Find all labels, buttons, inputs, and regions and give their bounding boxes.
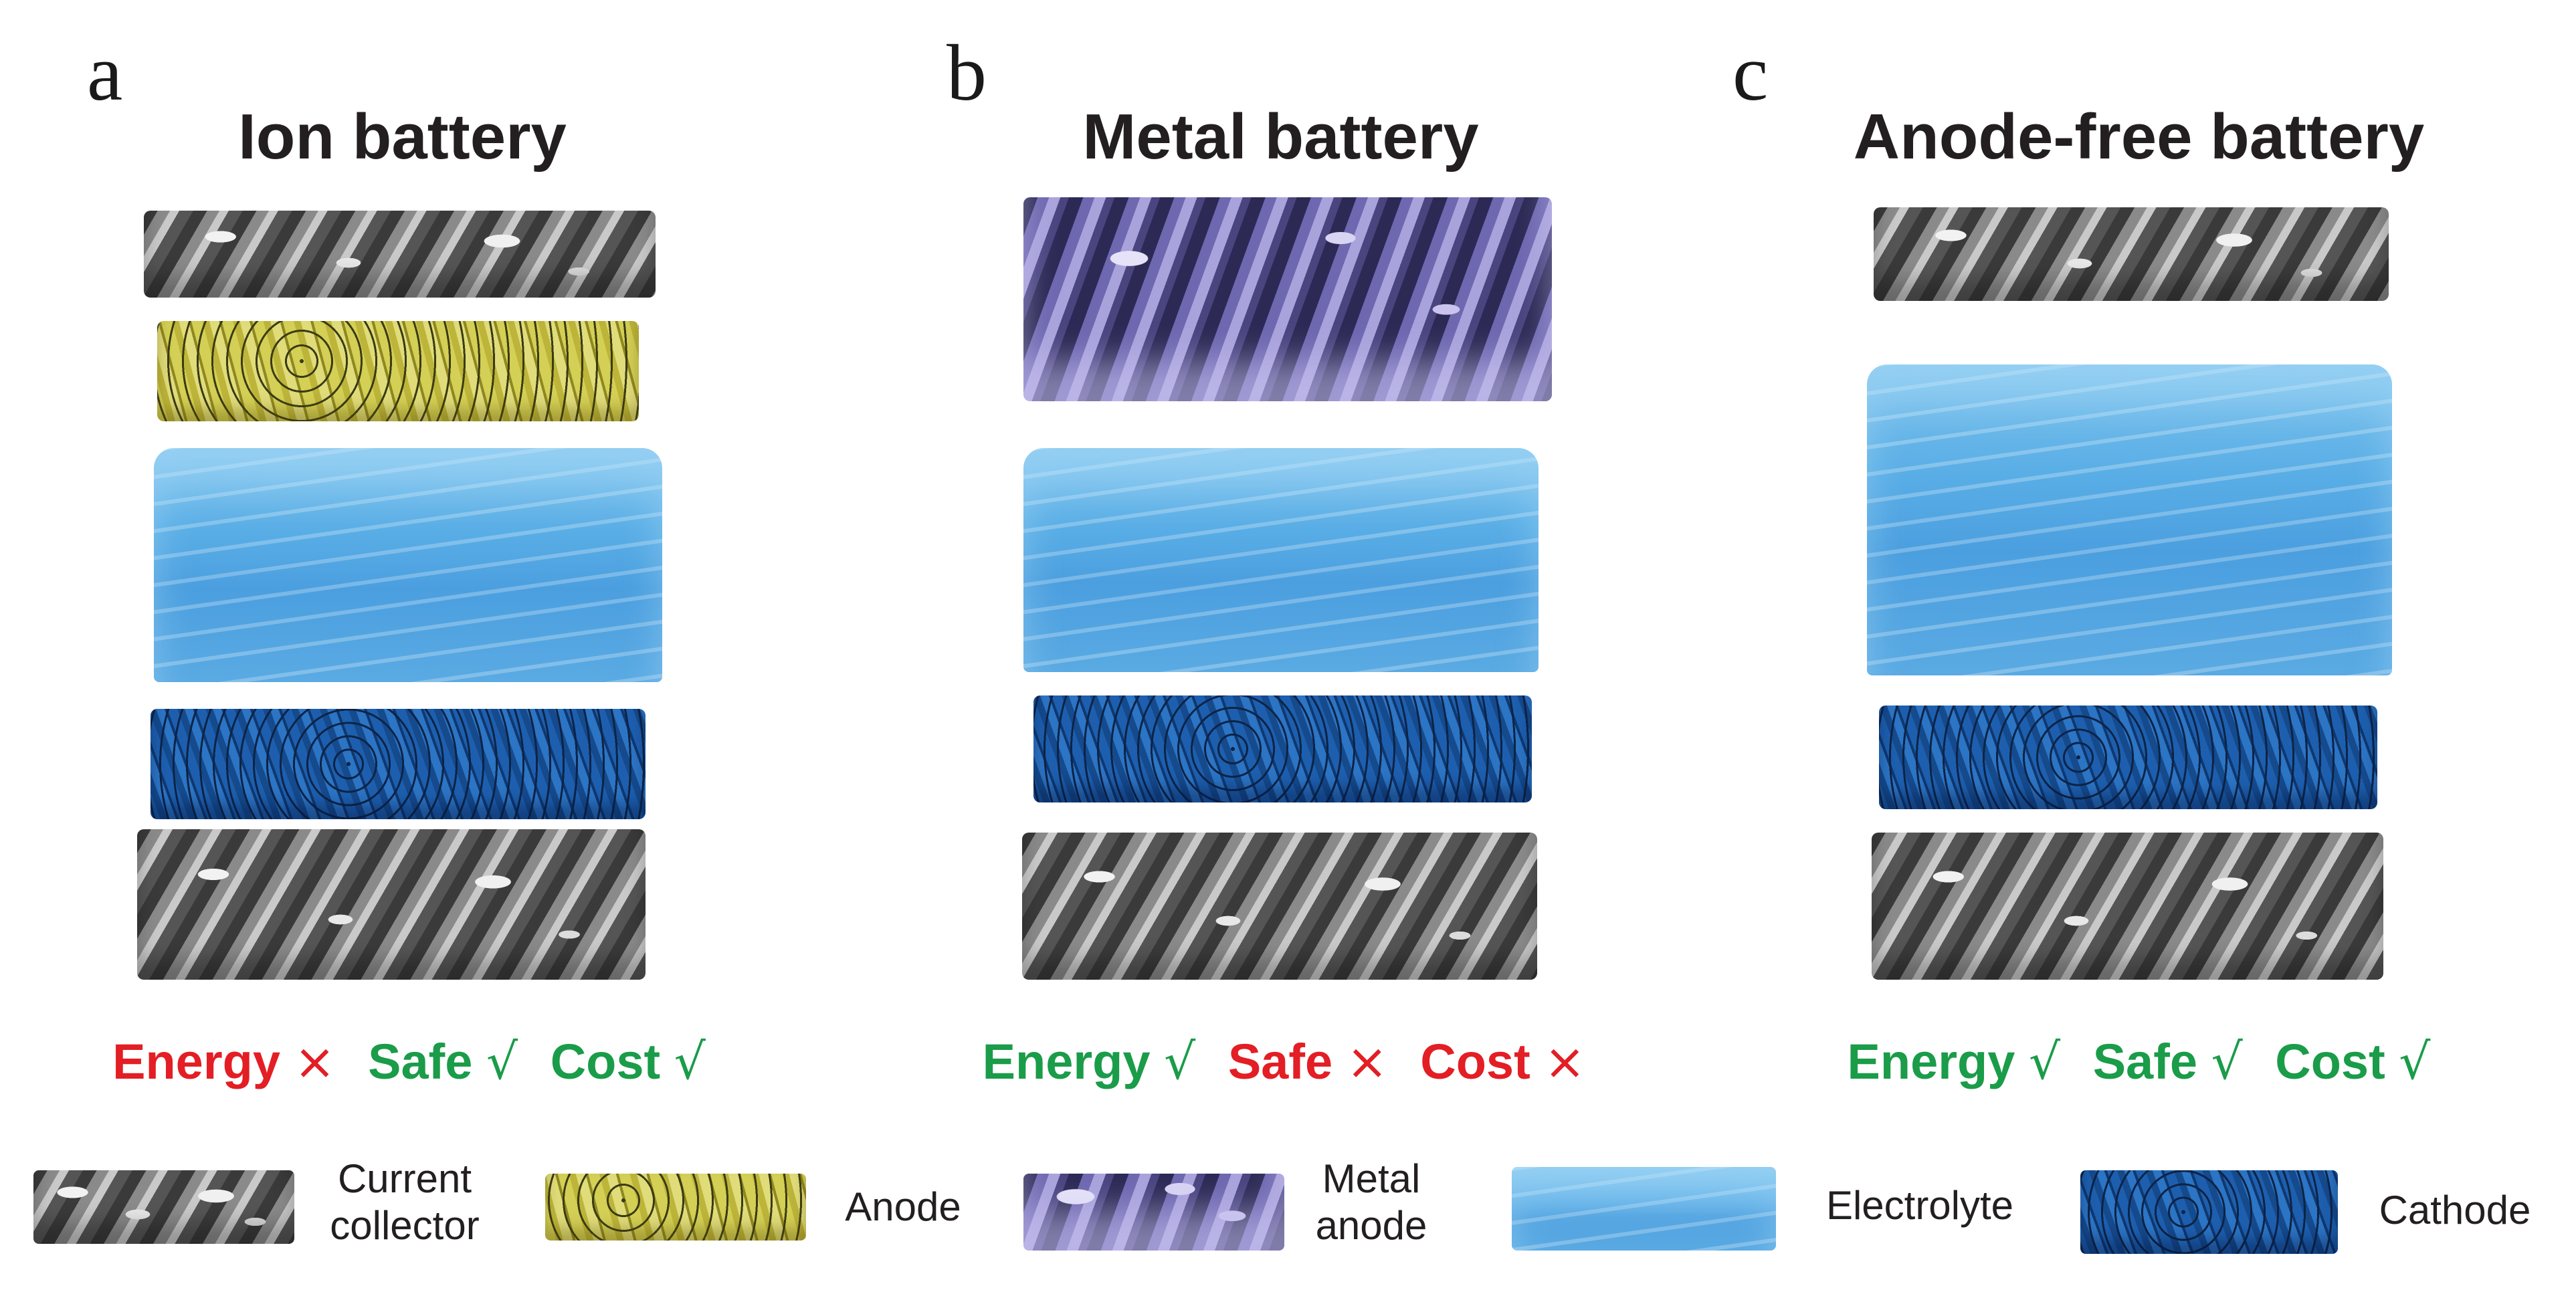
current-collector-layer-top [1874,207,2389,301]
property-cost: Cost √ [2275,1033,2431,1091]
check-icon: √ [674,1033,706,1091]
panel-anode-free-battery: c Anode-free battery Energy √ Safe √ Cos… [1716,0,2575,1137]
cathode-layer [1033,695,1532,802]
panel-letter: c [1732,28,1769,117]
panel-letter: a [87,28,123,117]
legend-swatch-current-collector [33,1170,294,1244]
current-collector-layer-bottom [137,829,646,980]
legend-swatch-cathode [2080,1170,2338,1254]
property-list: Energy √ Safe √ Cost √ [1710,1033,2568,1091]
panel-title: Metal battery [1082,101,1479,173]
panel-title: Anode-free battery [1853,101,2425,173]
legend-label-anode: Anode [845,1184,961,1229]
electrolyte-layer [154,448,662,682]
property-energy: Energy × [112,1033,336,1091]
property-safe: Safe √ [2092,1033,2243,1091]
electrolyte-layer [1867,364,2392,675]
panel-title: Ion battery [238,101,567,173]
panel-metal-battery: b Metal battery Energy √ Safe × Cost × [858,0,1716,1137]
electrolyte-layer [1023,448,1539,672]
cross-icon: × [1544,1033,1586,1091]
property-energy: Energy √ [982,1033,1196,1091]
legend-swatch-anode [545,1174,806,1241]
cathode-layer [151,709,646,819]
current-collector-layer-top [144,211,656,298]
check-icon: √ [2028,1033,2061,1091]
property-cost: Cost × [1420,1033,1586,1091]
current-collector-layer [1022,833,1537,980]
metal-anode-layer [1023,197,1552,401]
anode-layer [157,321,639,421]
cross-icon: × [1346,1033,1388,1091]
check-icon: √ [1164,1033,1196,1091]
cross-icon: × [294,1033,336,1091]
property-safe: Safe × [1227,1033,1388,1091]
check-icon: √ [2399,1033,2431,1091]
check-icon: √ [2211,1033,2243,1091]
legend-label-cathode: Cathode [2379,1188,2531,1232]
legend-swatch-metal-anode [1023,1174,1284,1251]
cathode-layer [1879,706,2377,809]
panel-ion-battery: a Ion battery Energy × Safe √ Cost √ [0,0,858,1137]
property-safe: Safe √ [368,1033,518,1091]
current-collector-layer-bottom [1872,833,2383,980]
property-list: Energy √ Safe × Cost × [855,1033,1713,1091]
property-list: Energy × Safe √ Cost √ [0,1033,838,1091]
property-cost: Cost √ [550,1033,706,1091]
legend-swatch-electrolyte [1512,1167,1776,1251]
legend-label-electrolyte: Electrolyte [1825,1183,2014,1228]
check-icon: √ [486,1033,518,1091]
property-energy: Energy √ [1847,1033,2061,1091]
panel-letter: b [947,28,987,117]
